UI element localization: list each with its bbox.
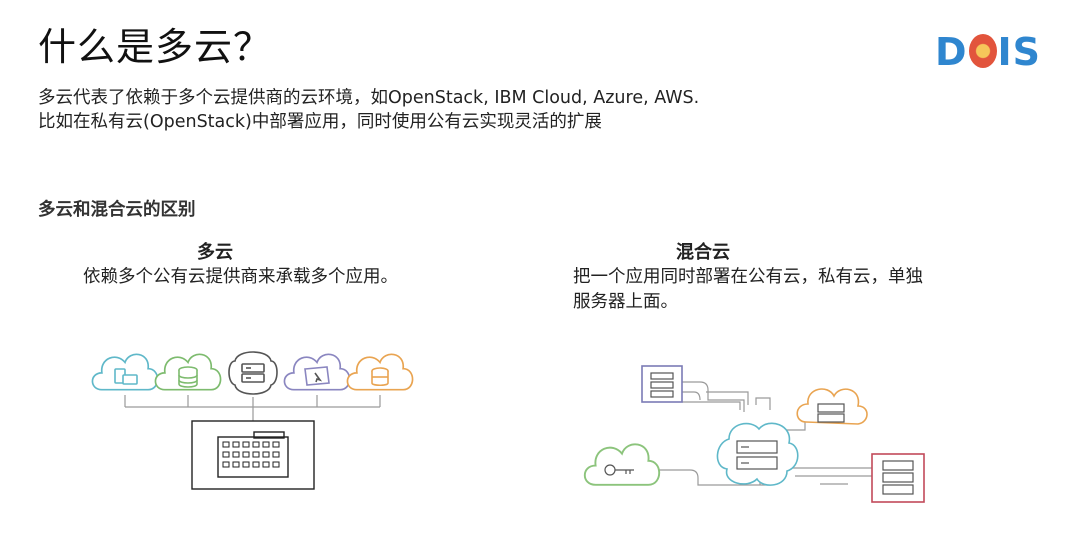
cloud-storage-icon [346,353,414,391]
hybrid-connectors [650,381,872,486]
multi-cloud-description: 依赖多个公有云提供商来承载多个应用。 [83,267,398,287]
multi-connectors [124,395,381,421]
public-cloud-server-icon [796,388,868,425]
hybrid-cloud-description: 把一个应用同时部署在公有云，私有云，单独服务器上面。 [573,267,923,312]
intro-line-1: 多云代表了依赖于多个云提供商的云环境，如OpenStack, IBM Cloud… [38,88,700,108]
cloud-monitor-icon [283,353,351,391]
logo-letter-d: D [935,30,968,74]
page-title: 什么是多云？ [38,25,273,69]
cloud-server-icon [228,351,278,395]
cloud-key-icon [583,443,661,486]
logo-circle-icon [968,34,997,68]
hybrid-cloud-heading: 混合云 [676,242,730,263]
central-cloud-server-icon [716,422,799,486]
multi-cloud-heading: 多云 [197,242,233,263]
office-building-icon [191,420,315,490]
document-server-icon [641,365,683,403]
section-title: 多云和混合云的区别 [38,200,196,220]
dois-logo: D IS [935,30,1041,74]
logo-letters-is: IS [997,30,1042,74]
cloud-devices-icon [91,353,159,391]
cloud-database-icon [154,353,222,391]
intro-text: 多云代表了依赖于多个云提供商的云环境，如OpenStack, IBM Cloud… [38,86,699,134]
server-rack-icon [871,453,925,503]
intro-line-2: 比如在私有云(OpenStack)中部署应用，同时使用公有云实现灵活的扩展 [38,112,602,132]
